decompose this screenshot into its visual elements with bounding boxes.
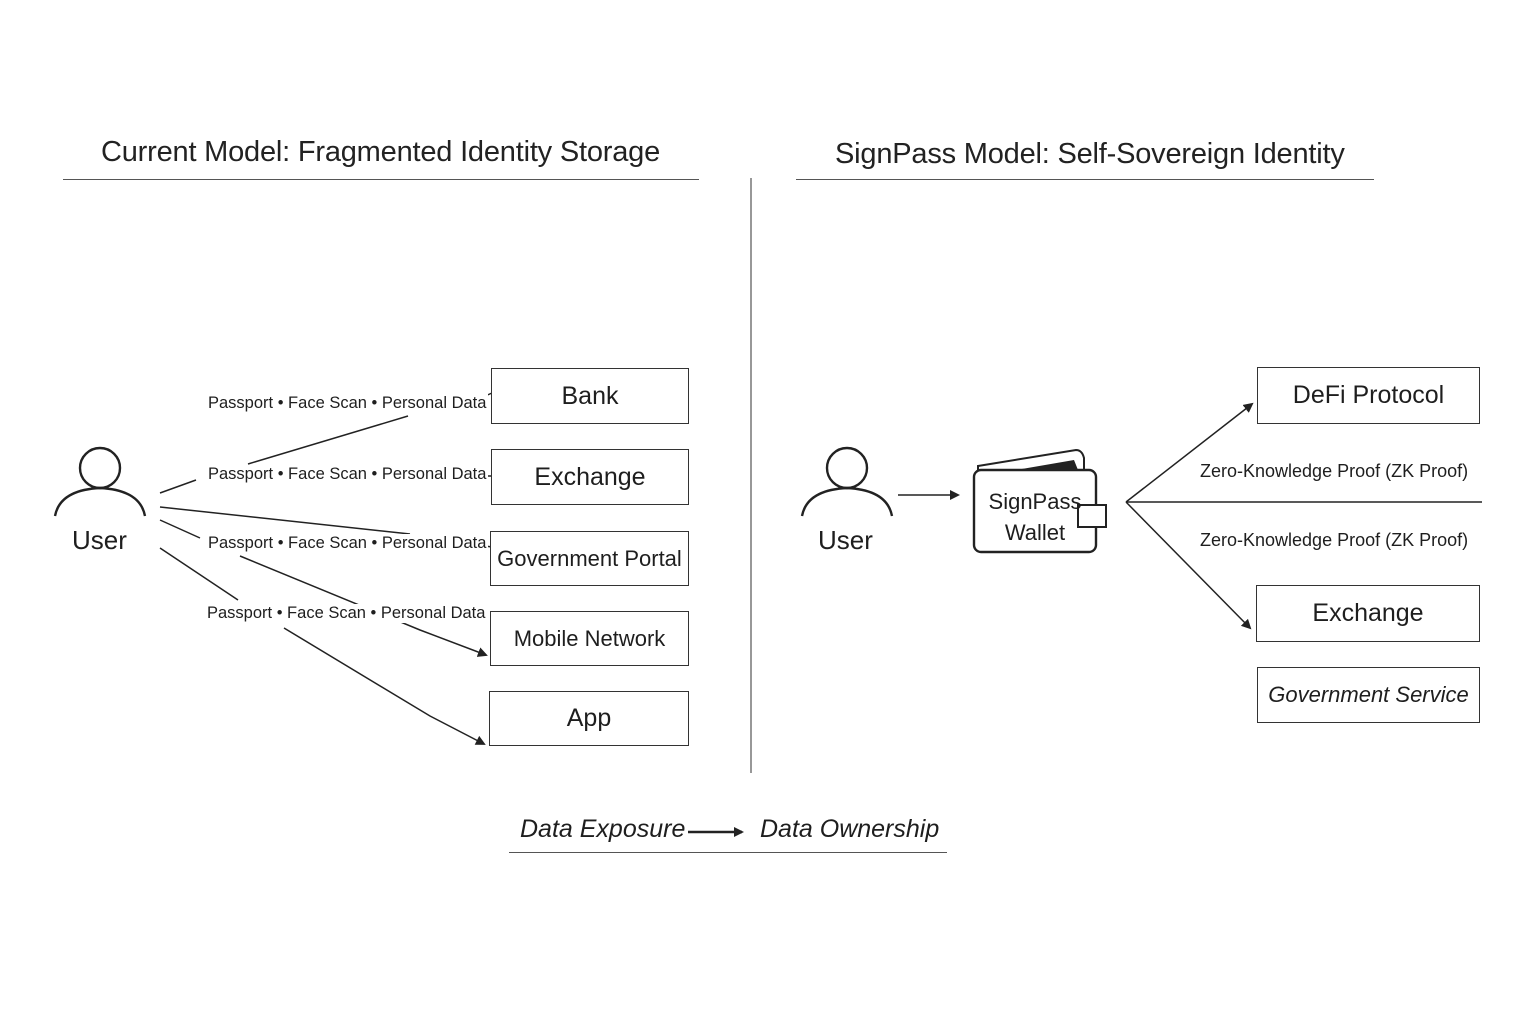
data-label-mobile: Passport • Face Scan • Personal Data <box>205 604 488 623</box>
wallet-label-line2: Wallet <box>1004 520 1066 545</box>
footer-rule <box>509 852 947 853</box>
data-label-bank: Passport • Face Scan • Personal Data <box>206 394 489 413</box>
right-title-rule <box>796 179 1374 180</box>
user-icon-left <box>53 446 147 517</box>
box-government-service: Government Service <box>1257 667 1480 723</box>
wallet-icon <box>972 448 1107 554</box>
connector-mobile <box>159 519 486 655</box>
right-user-label: User <box>818 525 873 555</box>
wallet-label-line1: SignPass <box>988 489 1082 514</box>
box-exchange-right: Exchange <box>1256 585 1480 642</box>
connector-exchange <box>159 475 492 535</box>
footer-to: Data Ownership <box>760 815 940 843</box>
arrow-wallet-to-exchange <box>1125 501 1252 630</box>
footer-from: Data Exposure <box>520 815 686 843</box>
left-panel-title: Current Model: Fragmented Identity Stora… <box>101 136 660 168</box>
zk-proof-label-bottom: Zero-Knowledge Proof (ZK Proof) <box>1200 530 1469 550</box>
left-title-rule <box>63 179 699 180</box>
box-defi-protocol: DeFi Protocol <box>1257 367 1480 424</box>
data-label-exchange: Passport • Face Scan • Personal Data <box>206 465 489 484</box>
box-mobile-network: Mobile Network <box>490 611 689 666</box>
wallet-label: SignPass Wallet <box>974 486 1096 548</box>
box-exchange: Exchange <box>491 449 689 505</box>
box-app: App <box>489 691 689 746</box>
left-user-label: User <box>72 525 127 555</box>
right-panel-title: SignPass Model: Self-Sovereign Identity <box>835 138 1345 170</box>
box-bank: Bank <box>491 368 689 424</box>
user-icon-right <box>800 446 894 517</box>
zk-proof-label-top: Zero-Knowledge Proof (ZK Proof) <box>1200 461 1469 481</box>
data-label-gov-portal: Passport • Face Scan • Personal Data <box>206 534 489 553</box>
connector-app <box>159 547 484 744</box>
arrow-wallet-to-defi <box>1125 402 1254 503</box>
box-government-portal: Government Portal <box>490 531 689 586</box>
